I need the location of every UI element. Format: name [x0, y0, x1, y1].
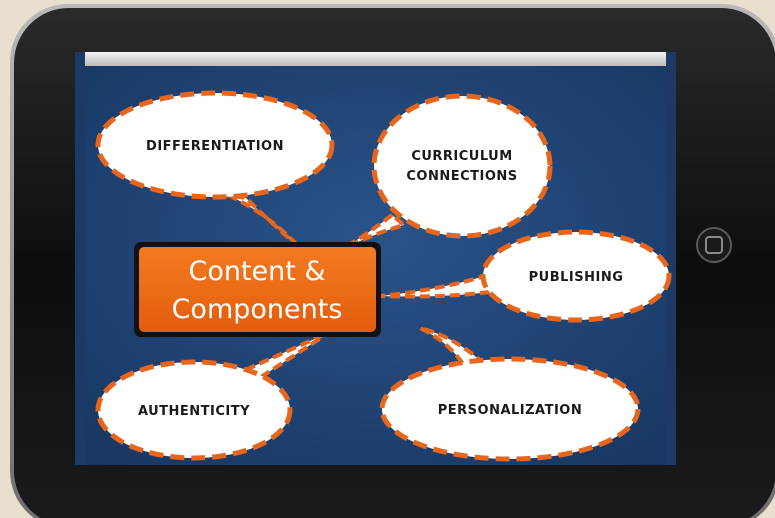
bubble-publishing: PUBLISHING [480, 229, 672, 323]
bubble-label-curriculum: CURRICULUM [411, 149, 512, 164]
bubble-differentiation: DIFFERENTIATION [95, 90, 335, 200]
bubble-authenticity: AUTHENTICITY [95, 359, 293, 461]
status-bar [85, 52, 666, 66]
bubble-label-authenticity: AUTHENTICITY [138, 404, 250, 419]
bubble-label-differentiation: DIFFERENTIATION [146, 139, 284, 154]
center-node: Content & Components [134, 242, 381, 337]
bubble-label-connections: CONNECTIONS [406, 169, 517, 184]
bubble-label-personalization: PERSONALIZATION [438, 403, 583, 418]
bubble-label-publishing: PUBLISHING [529, 270, 624, 285]
bubble-personalization: PERSONALIZATION [379, 356, 641, 462]
home-square-icon [705, 236, 723, 254]
home-button[interactable] [696, 227, 732, 263]
center-title-line1: Content & [188, 256, 325, 287]
bubble-curriculum-connections: CURRICULUM CONNECTIONS [371, 93, 553, 239]
center-title-line2: Components [172, 294, 343, 325]
